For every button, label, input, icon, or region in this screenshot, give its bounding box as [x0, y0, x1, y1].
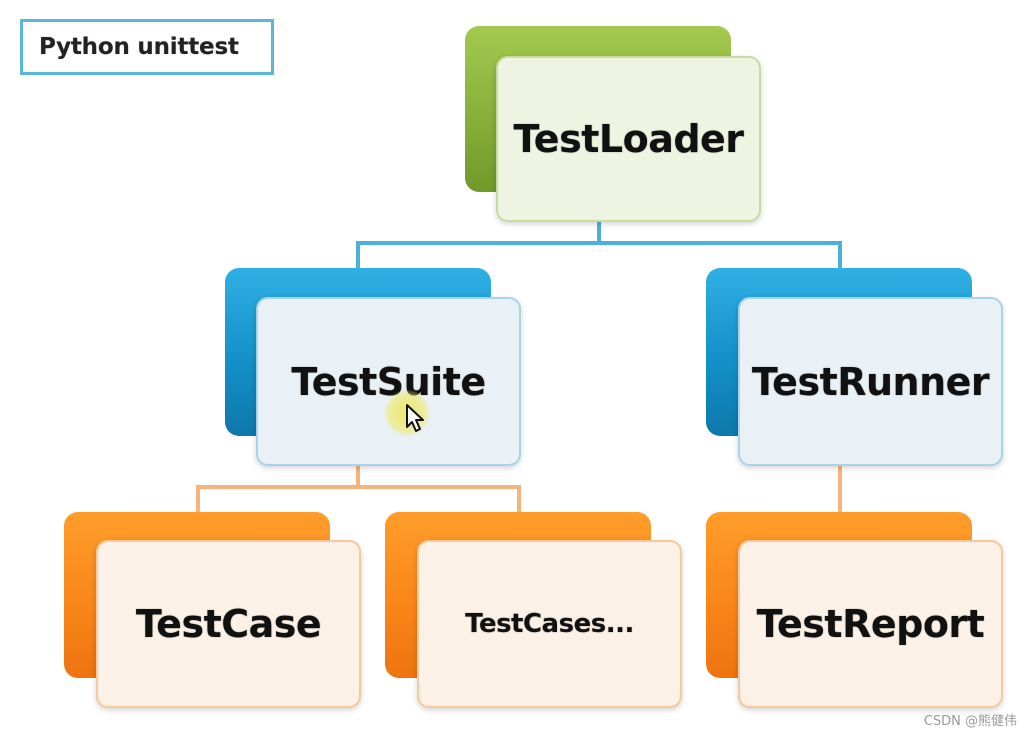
node-testcase-label: TestCase	[135, 602, 322, 646]
node-testloader-label: TestLoader	[513, 117, 744, 161]
watermark: CSDN @熊健伟	[923, 714, 1017, 729]
node-testrunner-front: TestRunner	[738, 297, 1003, 466]
connector-loader-runner	[599, 241, 842, 268]
node-testrunner: TestRunner	[706, 268, 1003, 467]
node-testcases: TestCases...	[385, 512, 682, 709]
connector-suite-cases	[358, 485, 521, 512]
mouse-pointer-icon	[406, 404, 424, 432]
node-testloader-front: TestLoader	[496, 56, 761, 222]
node-testrunner-label: TestRunner	[751, 359, 990, 404]
title-label-text: Python unittest	[39, 34, 239, 60]
title-label: Python unittest	[20, 19, 274, 75]
node-testloader: TestLoader	[465, 26, 761, 223]
node-testreport: TestReport	[706, 512, 1003, 709]
node-testcases-label: TestCases...	[465, 609, 634, 639]
node-testsuite-label: TestSuite	[291, 359, 486, 404]
node-testreport-front: TestReport	[738, 540, 1003, 708]
node-testcase-front: TestCase	[96, 540, 361, 708]
node-testcase: TestCase	[64, 512, 361, 709]
node-testreport-label: TestReport	[756, 602, 985, 646]
node-testcases-front: TestCases...	[417, 540, 682, 708]
connector-loader-suite	[356, 222, 601, 268]
node-testsuite-front: TestSuite	[256, 297, 521, 466]
connector-suite-case	[196, 463, 360, 512]
node-testsuite: TestSuite	[225, 268, 521, 467]
